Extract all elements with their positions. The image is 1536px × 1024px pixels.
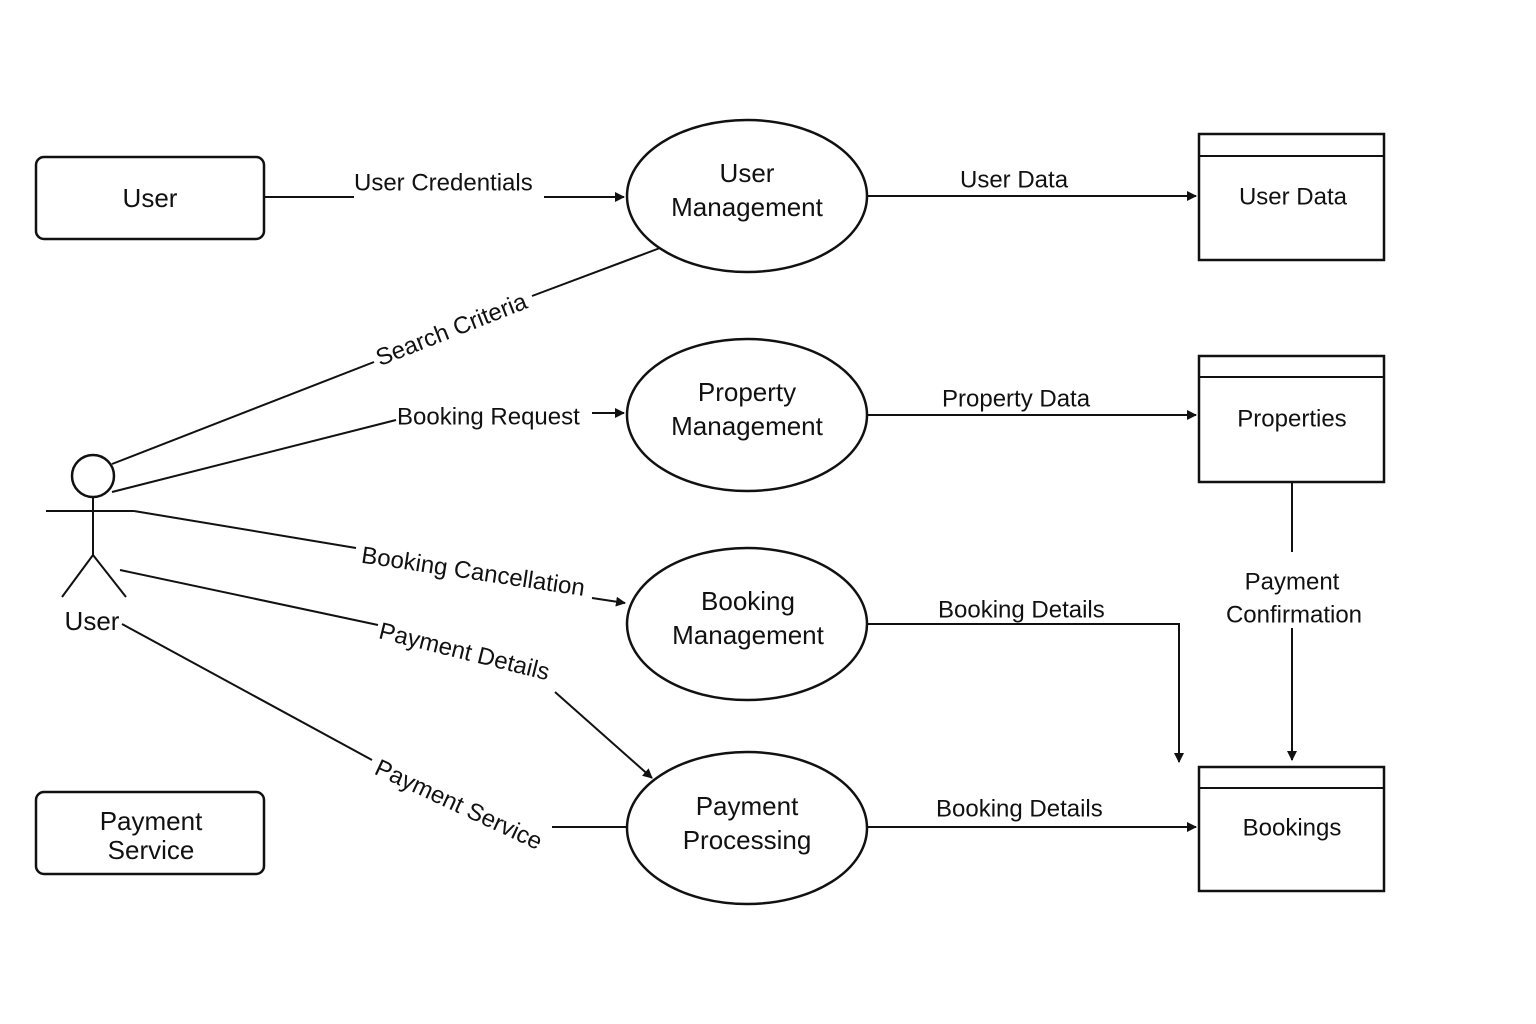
process-label-line1: Payment [696,791,799,821]
process-label-line2: Management [672,620,825,650]
actor-head [70,453,116,499]
flow-label-user-data: User Data [960,166,1069,193]
flow-label-payment-confirmation-line1: Payment [1245,568,1340,595]
flow-user-data: User Data [867,166,1197,201]
flow-payment-confirmation: Payment Confirmation [1226,482,1362,761]
flow-arrow [867,623,1184,763]
store-label-bookings: Bookings [1243,814,1342,841]
process-label-line2: Management [671,411,824,441]
flow-label-booking-cancellation: Booking Cancellation [360,542,587,602]
flow-line [531,247,661,297]
flow-user-credentials: User Credentials [264,169,625,202]
entity-label-user: User [123,183,178,213]
flow-label-payment-confirmation-line2: Confirmation [1226,601,1362,628]
external-entity-user: User [34,155,266,241]
process-booking-management: Booking Management [625,546,869,702]
process-ellipse [625,337,869,493]
process-payment-processing: Payment Processing [625,750,869,906]
external-entity-payment-service: Payment Service [34,790,266,876]
entity-box [34,790,266,876]
process-label-line1: User [720,158,775,188]
flow-line [119,569,379,626]
process-label-line2: Processing [683,825,812,855]
actor-label: User [65,606,120,636]
process-ellipse [625,750,869,906]
flow-label-user-credentials: User Credentials [354,169,533,196]
flow-arrow [554,691,653,779]
process-label-line1: Booking [701,586,795,616]
flow-booking-request: Booking Request [111,403,625,493]
process-user-management: User Management [625,118,869,274]
data-store-properties: Properties [1197,354,1386,484]
flow-label-search-criteria: Search Criteria [372,288,531,372]
process-ellipse [625,118,869,274]
flow-property-data: Property Data [867,385,1197,420]
actor-legs [61,554,127,598]
flow-label-booking-details-2: Booking Details [936,795,1103,822]
flow-label-property-data: Property Data [942,385,1091,412]
process-label-line2: Management [671,192,824,222]
flow-line [133,510,357,549]
flow-label-payment-details: Payment Details [376,618,552,686]
entity-label-payment-service-line1: Payment [100,806,203,836]
flow-arrow [591,596,626,607]
flow-label-booking-request: Booking Request [397,403,580,430]
actor-user: User [46,453,134,636]
flow-search-criteria: Search Criteria [111,247,661,465]
flow-line [111,361,375,465]
store-label-properties: Properties [1237,405,1346,432]
entity-box [34,155,266,241]
flow-line [121,623,373,761]
flow-label-booking-details-1: Booking Details [938,596,1105,623]
data-store-bookings: Bookings [1197,765,1386,893]
process-property-management: Property Management [625,337,869,493]
flow-label-payment-service: Payment Service [371,754,547,855]
data-store-user-data: User Data [1197,132,1386,262]
flow-booking-details-2: Booking Details [867,795,1197,832]
process-label-line1: Property [698,377,796,407]
flow-booking-details-1: Booking Details [867,596,1184,763]
store-label-user-data: User Data [1239,183,1348,210]
flow-payment-details: Payment Details [119,569,653,779]
entity-label-payment-service-line2: Service [108,835,195,865]
flow-line [111,419,397,493]
process-ellipse [625,546,869,702]
